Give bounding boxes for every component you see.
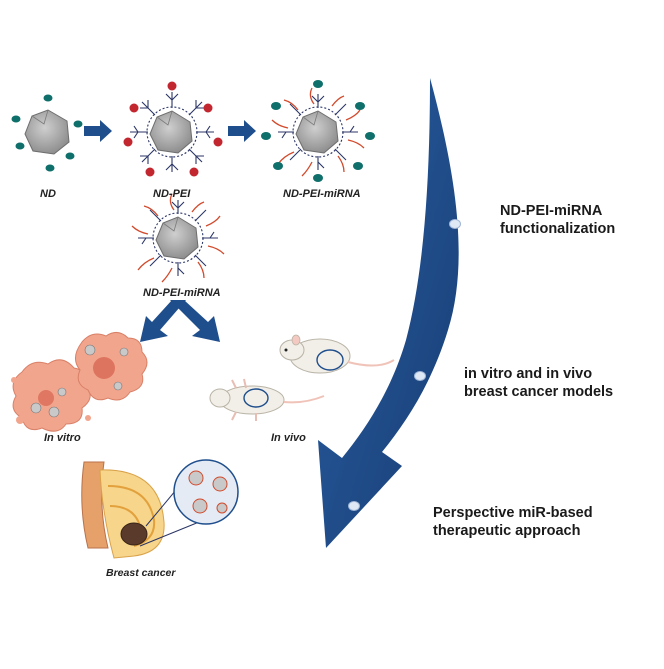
step-1-marker	[449, 219, 461, 229]
step-2-marker	[414, 371, 426, 381]
mouse-supine	[209, 378, 325, 421]
zoom-inset-nanoparticles	[173, 459, 239, 525]
label-nd-pei-mirna-top: ND-PEI-miRNA	[283, 188, 361, 200]
in-vitro-cells	[11, 332, 148, 432]
step-2-line-1: in vitro and in vivo	[464, 366, 593, 382]
label-in-vitro: In vitro	[44, 432, 81, 444]
step-2-text: in vitro and in vivo breast cancer model…	[464, 365, 613, 401]
arrow-nd-to-pei	[84, 120, 112, 142]
mouse-upright	[279, 334, 395, 374]
step-1-line-2: functionalization	[500, 221, 616, 237]
arrow-pei-to-mirna	[228, 120, 256, 142]
label-breast-cancer: Breast cancer	[106, 567, 176, 579]
step-3-marker	[348, 501, 360, 511]
label-in-vivo: In vivo	[271, 432, 306, 444]
nd-pei-mirna-particle-top	[261, 80, 375, 182]
process-flow-arrow	[318, 78, 461, 548]
nd-pei-mirna-particle-mid	[131, 193, 225, 283]
label-nd-pei-mirna-mid: ND-PEI-miRNA	[143, 287, 221, 299]
step-3-line-1: Perspective miR-based	[433, 505, 593, 521]
step-3-line-2: therapeutic approach	[433, 523, 581, 539]
nd-pei-particle	[123, 81, 223, 177]
nd-particle	[11, 94, 83, 172]
step-1-text: ND-PEI-miRNA functionalization	[500, 202, 615, 238]
label-nd-pei: ND-PEI	[153, 188, 191, 200]
label-nd: ND	[40, 188, 56, 200]
step-1-line-1: ND-PEI-miRNA	[500, 203, 603, 219]
step-3-text: Perspective miR-based therapeutic approa…	[433, 504, 593, 540]
step-2-line-2: breast cancer models	[464, 384, 614, 400]
split-arrow	[140, 300, 220, 342]
